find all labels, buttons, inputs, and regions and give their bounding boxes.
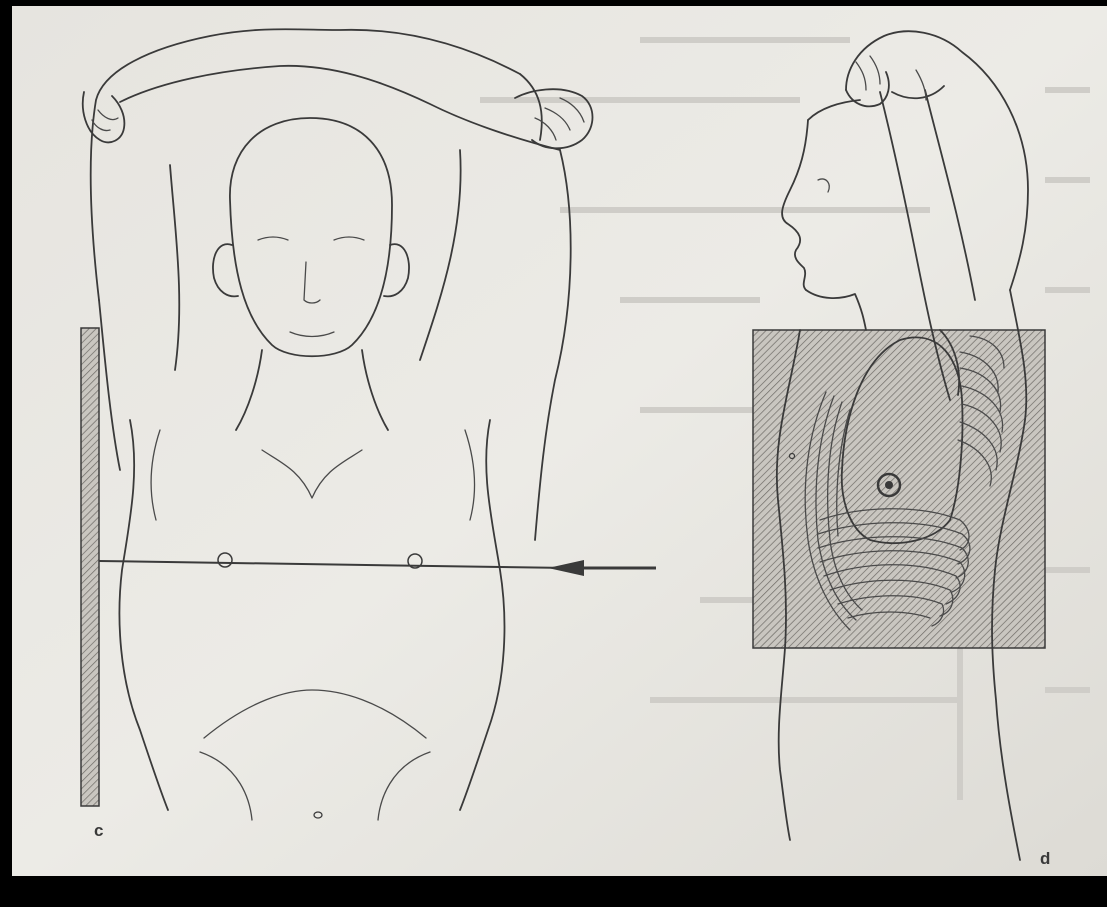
panel-c-label: c xyxy=(94,821,103,840)
panel-d-label: d xyxy=(1040,849,1050,868)
detector-plate xyxy=(81,328,99,806)
central-ray-target-inner xyxy=(885,481,893,489)
